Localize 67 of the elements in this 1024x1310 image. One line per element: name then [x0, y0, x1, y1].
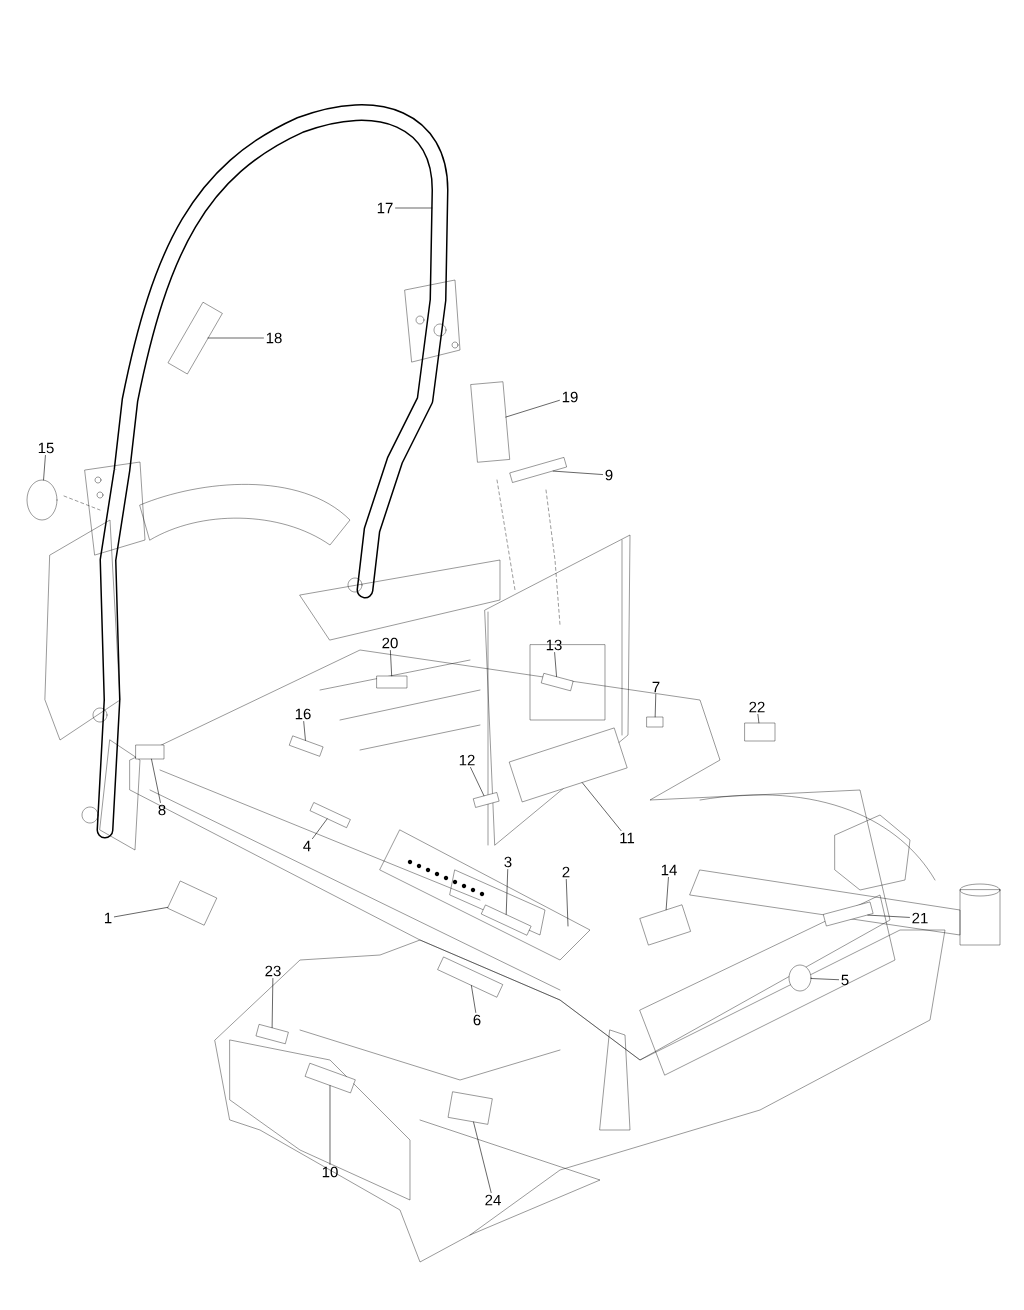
decal — [447, 1091, 493, 1125]
decal — [437, 956, 503, 998]
leader-line — [654, 694, 657, 718]
callout-number: 10 — [322, 1166, 338, 1178]
callout-number: 19 — [562, 391, 578, 403]
callout-number: 3 — [504, 856, 512, 868]
callout-number: 23 — [265, 965, 281, 977]
callout-number: 18 — [266, 332, 282, 344]
callout-number: 11 — [620, 832, 635, 844]
callout-number: 7 — [652, 681, 660, 693]
callout-number: 8 — [158, 804, 166, 816]
leader-line — [757, 714, 760, 724]
decal — [646, 716, 664, 728]
callout-number: 16 — [295, 708, 311, 720]
leader-line — [470, 767, 485, 796]
leader-line — [473, 1121, 492, 1193]
leader-line — [312, 818, 328, 839]
decal — [26, 479, 58, 521]
callout-number: 14 — [661, 864, 677, 876]
leader-line — [552, 470, 603, 475]
leader-line — [665, 877, 669, 910]
leader-line — [271, 978, 274, 1028]
leader-line — [151, 758, 161, 803]
leader-line — [581, 782, 622, 831]
decal — [541, 673, 573, 691]
callout-number: 15 — [38, 442, 54, 454]
leader-line — [303, 721, 306, 741]
callout-number: 5 — [841, 974, 849, 986]
callout-number: 20 — [382, 637, 398, 649]
decal — [473, 792, 499, 808]
callout-number: 9 — [605, 469, 613, 481]
decal — [744, 722, 776, 742]
decal — [788, 964, 812, 992]
leader-line — [810, 978, 839, 981]
leader-line — [390, 650, 392, 677]
leader-line — [566, 879, 569, 927]
callout-number: 17 — [377, 202, 393, 214]
decal — [823, 901, 873, 927]
decal — [167, 302, 223, 374]
decal — [509, 457, 567, 483]
leader-line — [207, 337, 264, 339]
decal — [289, 735, 323, 757]
callout-number: 24 — [485, 1194, 501, 1206]
decal — [376, 675, 408, 689]
leader-line — [471, 985, 477, 1013]
callout-number: 21 — [912, 912, 928, 924]
decal — [470, 381, 510, 463]
callout-number: 12 — [459, 754, 475, 766]
leader-line — [43, 455, 46, 481]
callout-number: 4 — [303, 840, 311, 852]
decal — [509, 727, 627, 803]
decal — [135, 744, 165, 760]
decal — [309, 802, 351, 828]
leader-line — [114, 907, 168, 918]
decal — [481, 904, 531, 936]
callout-number: 22 — [749, 701, 765, 713]
decal — [639, 904, 691, 946]
callout-number: 13 — [546, 639, 562, 651]
leader-line — [395, 207, 433, 209]
leader-line — [554, 652, 557, 677]
leader-line — [505, 400, 560, 418]
callout-number: 1 — [104, 912, 112, 924]
decal — [304, 1063, 356, 1093]
decal — [255, 1024, 289, 1044]
decal — [167, 880, 217, 926]
callout-number: 6 — [473, 1014, 481, 1026]
callout-number: 2 — [562, 866, 570, 878]
